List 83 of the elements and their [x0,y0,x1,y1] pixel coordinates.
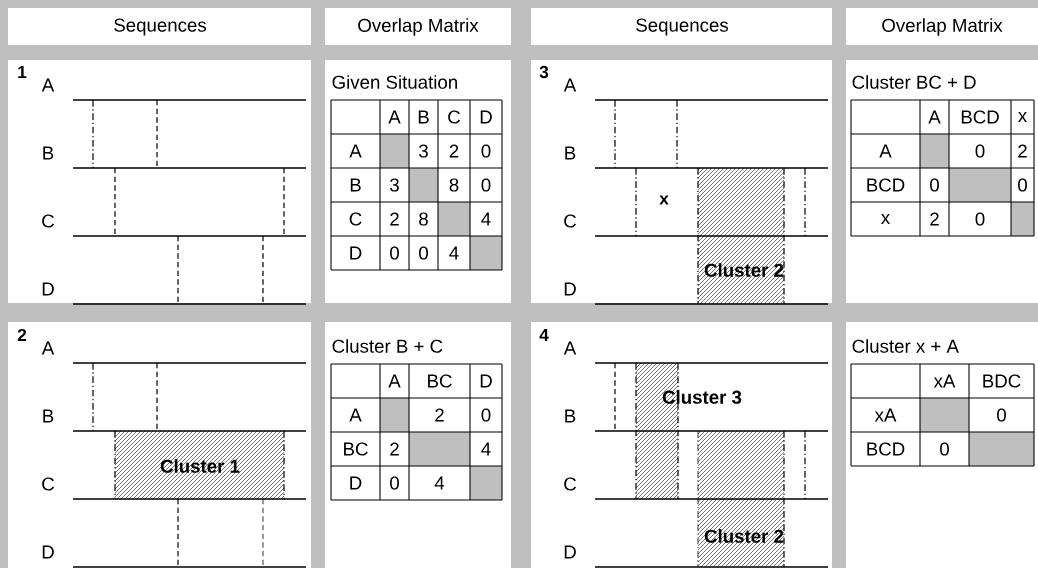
sequence-label: B [43,146,54,160]
table-cell: BC [428,374,452,388]
sequence-label: C [564,477,577,491]
table-cell: D [480,374,492,388]
sequence-label: D [42,282,54,296]
table-cell: BCD [867,178,905,192]
sequence-label: C [42,477,55,491]
step-number: 3 [539,65,549,79]
table-cell: 0 [390,476,399,490]
table-cell: x [1018,112,1027,122]
cluster-region: Cluster 3 [635,362,742,500]
table-cell: 2 [390,212,399,226]
table-cell: 0 [975,212,985,226]
table-cell: BCD [867,442,905,456]
table-cell: A [928,110,941,124]
table-cell: 3 [390,178,399,192]
table-cell: 2 [435,408,444,422]
table-cell: A [388,110,401,124]
matrix-title: Cluster BC + D [852,75,976,89]
column-header: Sequences [114,18,206,36]
sequence-label: A [41,78,55,92]
table-cell: 2 [449,144,459,158]
cluster-region: Cluster 1 [114,430,285,500]
sequence-label: A [563,78,577,92]
table-cell: 2 [390,442,399,456]
step-number: 2 [17,328,27,342]
table-cell: x [881,214,890,224]
table-cell: 0 [975,144,985,158]
table-cell: 8 [419,212,428,226]
table-cell: C [448,110,461,124]
table-cell: B [350,178,361,192]
table-cell: 0 [930,178,939,192]
table-cell: D [350,246,362,260]
matrix-title: Given Situation [332,75,457,89]
sequence-label: A [41,341,55,355]
table-cell: 4 [481,212,491,226]
column-header: Overlap Matrix [882,18,1003,36]
table-cell: A [388,374,401,388]
sequence-label: B [43,409,54,423]
table-cell: 2 [1018,144,1027,158]
table-cell: A [879,144,892,158]
table-cell: 0 [481,408,491,422]
sequence-label: D [42,545,54,559]
sequence-label: D [564,282,576,296]
column-header: Overlap Matrix [358,18,479,36]
step-number: 4 [539,329,549,341]
table-cell: 0 [419,246,428,260]
table-cell: D [350,476,362,490]
table-cell: 4 [434,476,445,490]
table-cell: 0 [390,246,399,260]
table-cell: 0 [1018,178,1027,192]
sequence-label: D [564,545,576,559]
sequence-label: B [565,146,576,160]
table-cell: xA [874,408,897,422]
table-cell: BDC [983,374,1021,388]
table-cell: 2 [930,212,939,226]
sequence-label: A [563,341,577,355]
table-cell: BC [344,442,368,456]
table-cell: C [349,212,362,226]
column-header: Sequences [636,18,728,36]
table-cell: 4 [481,442,491,456]
table-cell: 0 [997,408,1006,422]
step-number: 1 [18,66,27,78]
table-cell: A [349,144,362,158]
table-cell: 0 [481,144,491,158]
table-cell: D [480,110,492,124]
sequence-label: B [565,409,576,423]
table-cell: 0 [940,442,949,456]
sequence-label: C [42,214,55,228]
table-cell: A [349,408,362,422]
region-label: x [659,195,669,205]
table-cell: B [418,110,429,124]
table-cell: 3 [419,144,428,158]
matrix-title: Cluster B + C [332,339,443,353]
sequence-label: C [564,214,577,228]
table-cell: 0 [481,178,491,192]
table-cell: BCD [961,110,999,124]
table-cell: xA [933,374,956,388]
matrix-title: Cluster x + A [852,339,959,353]
table-cell: 4 [449,246,459,260]
cluster-region: Cluster 2 [697,167,785,305]
cluster-region: Cluster 2 [697,430,785,568]
table-cell: 8 [449,178,459,192]
